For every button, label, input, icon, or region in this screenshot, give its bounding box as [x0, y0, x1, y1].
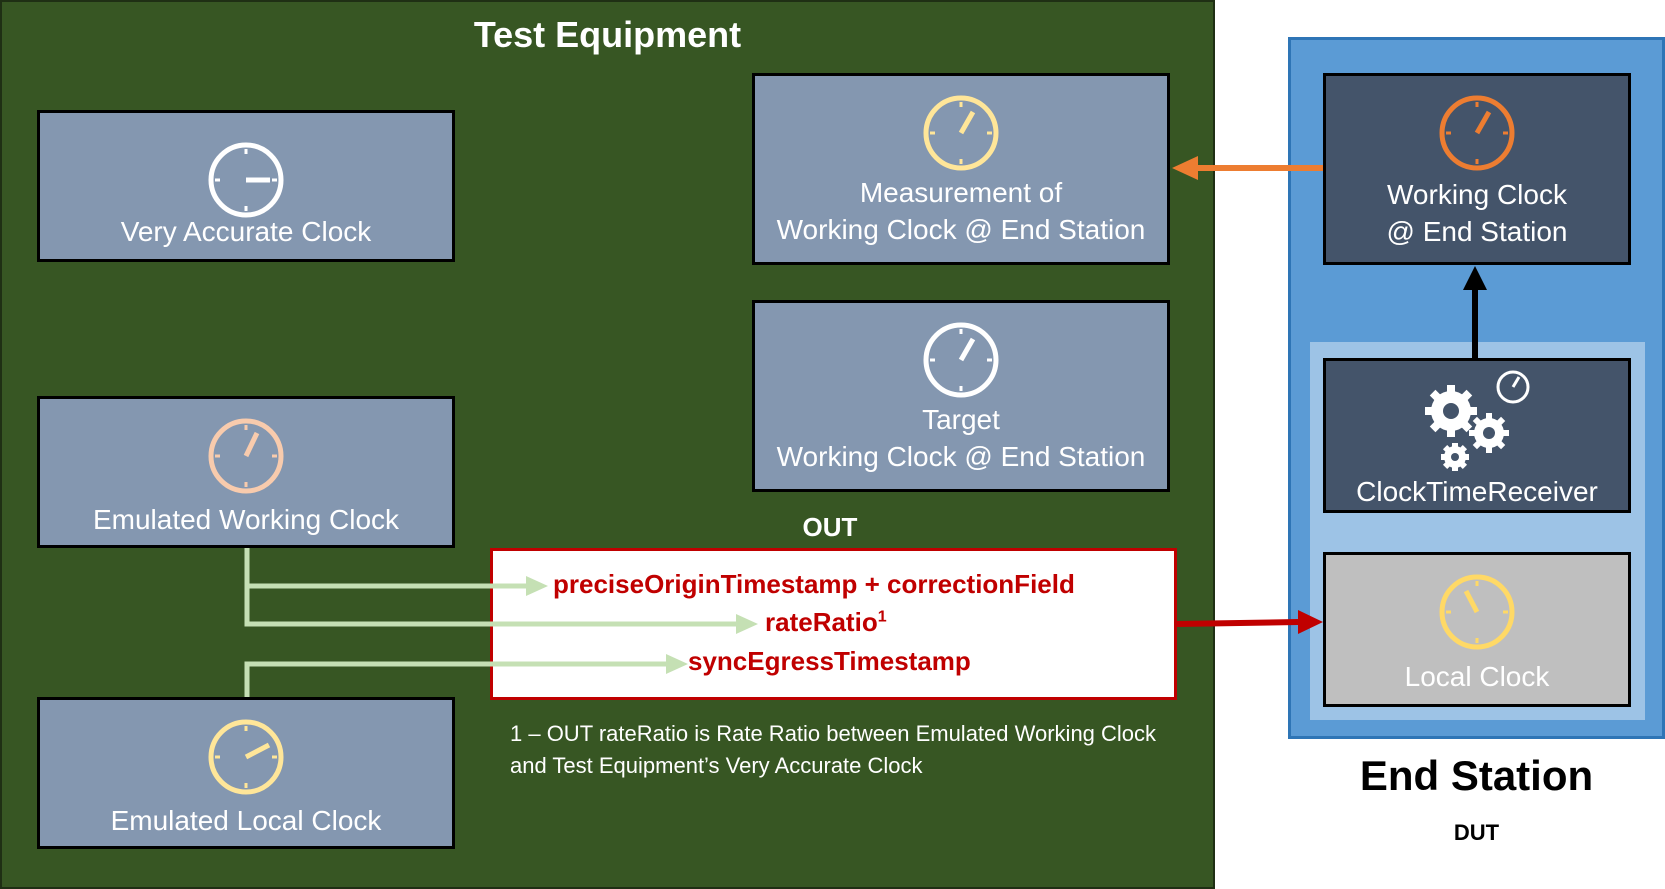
very-accurate-clock-box: Very Accurate Clock — [37, 110, 455, 262]
arrow-out-to-local-clock — [1176, 610, 1323, 634]
clock-icon — [208, 418, 284, 494]
measurement-clock-label: Measurement of Working Clock @ End Stati… — [776, 177, 1146, 245]
clock-icon — [1439, 574, 1515, 650]
clock-icon — [208, 142, 284, 218]
emulated-local-clock-label: Emulated Local Clock — [110, 805, 382, 836]
test-equipment-title: Test Equipment — [473, 14, 742, 55]
green-arrow-heads — [526, 576, 758, 674]
very-accurate-clock-label: Very Accurate Clock — [120, 216, 372, 247]
line-local-to-sync-egress — [244, 661, 670, 697]
clock-icon — [1439, 95, 1515, 171]
line-working-to-precise-origin — [244, 548, 530, 589]
clock-time-receiver-box: ClockTimeReceiver — [1323, 358, 1631, 513]
footnote: 1 – OUT rateRatio is Rate Ratio between … — [510, 721, 1157, 778]
emulated-local-clock-box: Emulated Local Clock — [37, 697, 455, 849]
rate-ratio-footnote-mark: 1 — [877, 608, 887, 626]
arrow-working-to-measurement — [1172, 156, 1323, 180]
end-station-title: End Station — [1359, 752, 1594, 799]
target-clock-label: Target Working Clock @ End Station — [776, 404, 1146, 472]
clock-icon — [923, 95, 999, 171]
out-label: OUT — [802, 512, 858, 542]
line-working-to-rate-ratio — [244, 586, 740, 627]
clock-icon — [208, 719, 284, 795]
emulated-working-clock-box: Emulated Working Clock — [37, 396, 455, 548]
working-clock-label: Working Clock @ End Station — [1386, 179, 1568, 247]
local-clock-box: Local Clock — [1323, 552, 1631, 707]
arrow-receiver-to-working-clock — [1463, 266, 1487, 358]
clock-icon — [923, 322, 999, 398]
working-clock-box: Working Clock @ End Station — [1323, 73, 1631, 265]
emulated-working-clock-label: Emulated Working Clock — [92, 504, 400, 535]
sync-egress-timestamp-text: syncEgressTimestamp — [688, 646, 971, 676]
measurement-clock-box: Measurement of Working Clock @ End Stati… — [752, 73, 1170, 265]
precise-origin-timestamp-text: preciseOriginTimestamp + correctionField — [553, 569, 1075, 599]
gears-icon — [1425, 370, 1530, 471]
local-clock-label: Local Clock — [1404, 661, 1550, 692]
end-station-subtitle: DUT — [1453, 820, 1500, 845]
clock-time-receiver-label: ClockTimeReceiver — [1356, 476, 1598, 507]
green-connector-lines — [244, 548, 740, 697]
target-clock-box: Target Working Clock @ End Station — [752, 300, 1170, 492]
rate-ratio-label: rateRatio — [765, 607, 878, 637]
rate-ratio-text: rateRatio1 — [765, 607, 887, 638]
